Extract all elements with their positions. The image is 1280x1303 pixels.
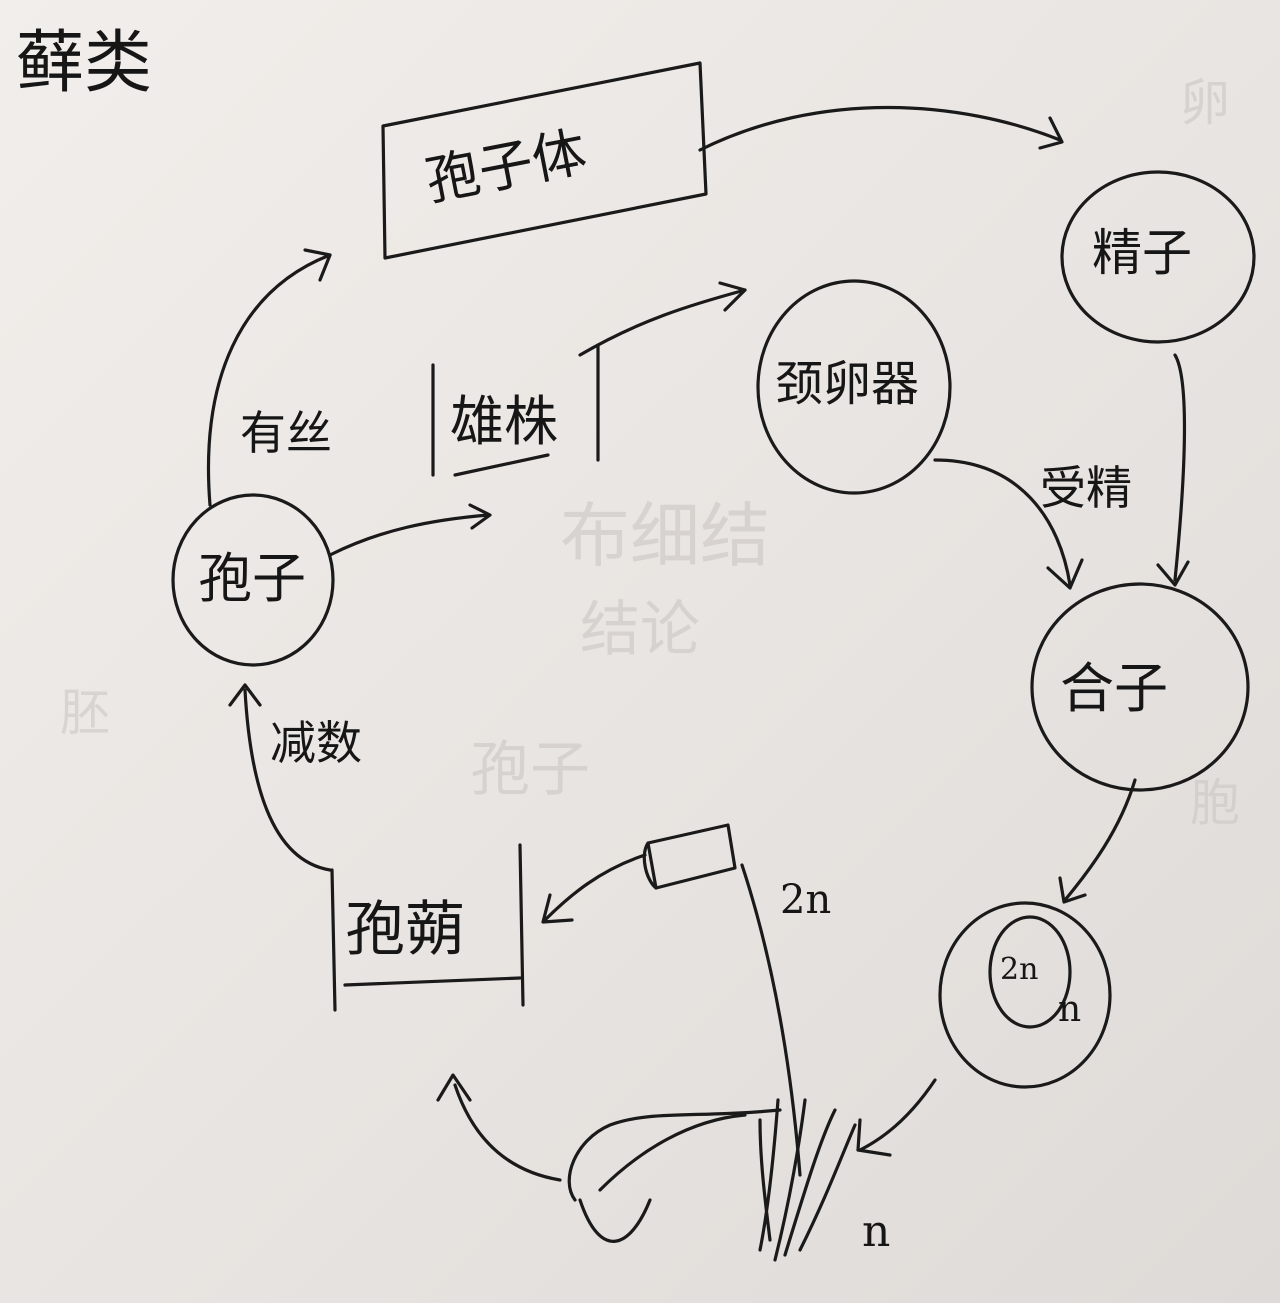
moss-plant [758,1098,857,1262]
meiosis-label: 减数 [270,716,362,770]
archegonium-label: 颈卵器 [775,356,920,412]
arrow-capsule-box-to-spore [243,688,332,872]
protonema-scribble [567,1108,782,1243]
spore-label: 孢子 [198,547,306,610]
arrow-spore-to-sporophyte [206,253,332,507]
svg-text:布细结: 布细结 [560,495,770,577]
mitosis-label: 有丝 [240,406,332,460]
arrowhead-top-right [1038,116,1064,150]
zygote-ploidy-label: 2n [1000,952,1039,987]
zygote-label: 合子 [1060,657,1168,720]
spermatozoid-label: 精子 [1092,224,1192,282]
arrowhead-spore [228,683,262,707]
embryo-inner [988,915,1072,1029]
arrowhead-plant [856,1118,892,1157]
arrow-embryo-to-plant [858,1078,937,1152]
arrowhead-embryo [1058,876,1087,904]
archegonium-circle [756,279,952,495]
arrow-protonema-left [453,1083,562,1182]
arrowhead-capsule-box [541,893,574,924]
arrowhead-sporophyte [303,248,332,282]
gametophyte-ploidy-label: n [862,1206,891,1257]
arrowhead-zygote-right [1156,560,1190,587]
svg-text:卵: 卵 [1180,74,1230,132]
arrow-to-archegonium [578,288,747,357]
svg-text:结论: 结论 [580,595,700,665]
spermatozoid-circle [1060,170,1256,344]
arrowhead-antheridium-plant [468,503,492,530]
diagram-title: 藓类 [16,24,153,103]
arrowhead-zygote-left [1046,558,1084,590]
arrow-to-top-right [698,105,1062,152]
arrowhead-protonema [436,1073,472,1102]
arrow-zygote-to-embryo [1063,778,1137,902]
arrowhead-archegonium [718,281,747,312]
stalk [740,863,802,1177]
sporophyte-box [381,61,708,260]
bleed-through: 布细结 结论 孢子 卵 胞 胚 [60,74,1240,832]
svg-text:胞: 胞 [1190,774,1240,832]
capsule-box [330,843,525,1012]
antheridium-plant-label: 雄株 [450,390,558,453]
arrow-sperm-to-zygote [1173,353,1187,582]
arrow-spore-to-antheridium [328,513,490,557]
antheridium-plant-box [431,343,600,477]
capsule-shape [642,823,737,890]
embryo-ploidy-label: n [1058,989,1082,1030]
arrow-capsule-to-box [543,853,647,922]
embryo-outer [938,901,1112,1089]
spore-circle [171,493,335,667]
zygote-circle [1030,582,1250,792]
fertilization-label: 受精 [1040,461,1132,515]
svg-text:胚: 胚 [60,684,110,742]
capsule-label: 孢蒴 [345,895,465,965]
arrow-archegonium-to-zygote [933,458,1072,587]
stalk-ploidy-label: 2n [780,877,832,923]
svg-text:孢子: 孢子 [470,735,590,805]
